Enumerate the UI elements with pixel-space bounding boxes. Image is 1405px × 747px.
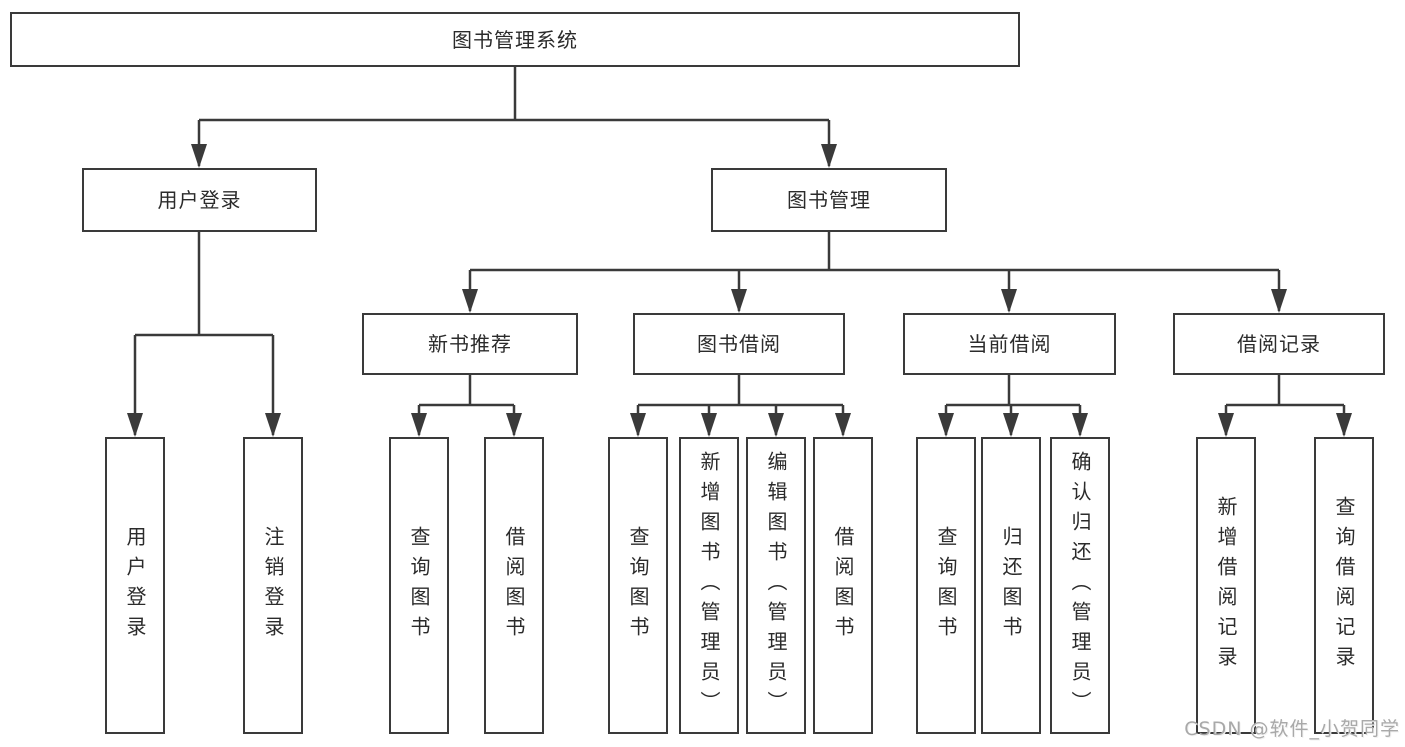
node-leaf-edit-book-admin: 编辑图书（管理员） [746, 437, 806, 734]
node-leaf-query-borrow-record: 查询借阅记录 [1314, 437, 1374, 734]
node-leaf-return-book: 归还图书 [981, 437, 1041, 734]
node-leaf-add-book-admin: 新增图书（管理员） [679, 437, 739, 734]
node-book-borrow: 图书借阅 [633, 313, 845, 375]
node-borrow-records: 借阅记录 [1173, 313, 1385, 375]
node-new-book-recommend: 新书推荐 [362, 313, 578, 375]
node-book-management: 图书管理 [711, 168, 947, 232]
node-leaf-current-query-book: 查询图书 [916, 437, 976, 734]
node-leaf-recommend-query-book: 查询图书 [389, 437, 449, 734]
node-current-borrow: 当前借阅 [903, 313, 1116, 375]
node-leaf-add-borrow-record: 新增借阅记录 [1196, 437, 1256, 734]
node-leaf-logout: 注销登录 [243, 437, 303, 734]
node-leaf-user-login: 用户登录 [105, 437, 165, 734]
node-leaf-recommend-borrow-book: 借阅图书 [484, 437, 544, 734]
csdn-watermark: CSDN @软件_小贺同学 [1184, 718, 1400, 740]
node-leaf-confirm-return-admin: 确认归还（管理员） [1050, 437, 1110, 734]
node-leaf-borrow-book: 借阅图书 [813, 437, 873, 734]
node-leaf-borrow-query-book: 查询图书 [608, 437, 668, 734]
node-user-login: 用户登录 [82, 168, 317, 232]
node-root-library-system: 图书管理系统 [10, 12, 1020, 67]
